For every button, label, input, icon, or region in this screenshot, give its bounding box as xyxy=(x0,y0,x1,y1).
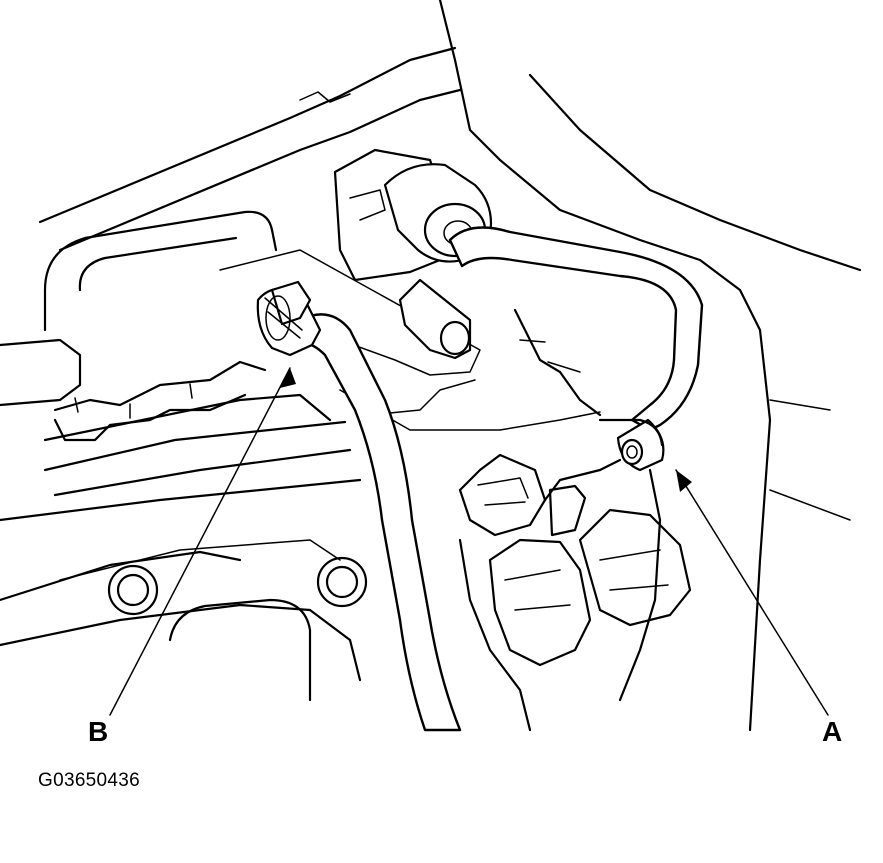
arrow-a-head xyxy=(676,470,692,492)
arrow-b-head xyxy=(280,368,296,388)
canister-assembly xyxy=(333,148,493,360)
callout-label-b: B xyxy=(88,716,109,747)
hose-a xyxy=(448,226,704,472)
callout-label-a: A xyxy=(822,716,843,747)
hose-b xyxy=(256,280,462,732)
connectors xyxy=(458,418,692,702)
figure-code: G03650436 xyxy=(38,770,141,791)
leader-lines xyxy=(109,367,829,716)
